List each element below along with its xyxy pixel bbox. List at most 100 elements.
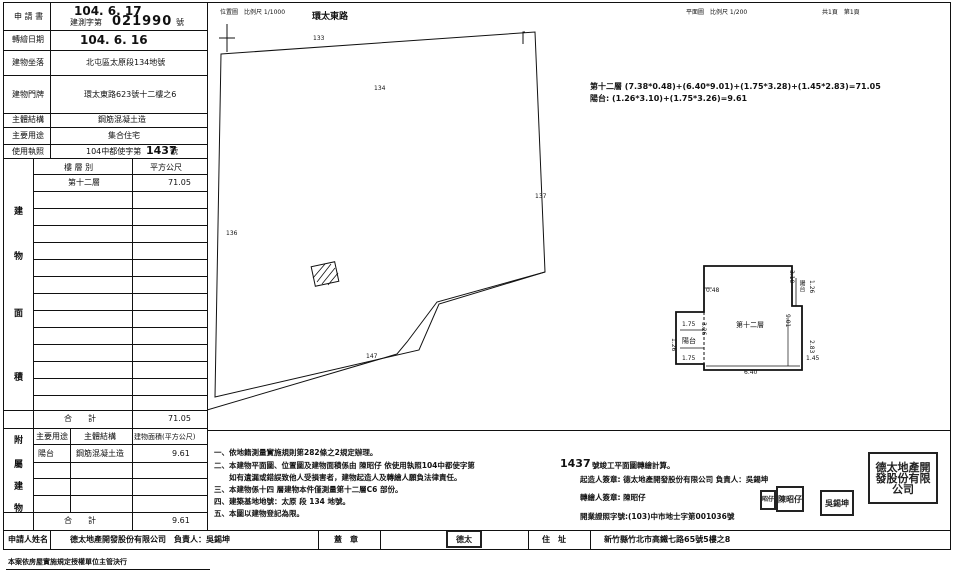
license-suffix: 號 (170, 147, 178, 156)
area-row-floor: 第十二層 (68, 178, 100, 187)
row-line (3, 144, 207, 145)
annex-row-use: 陽台 (38, 449, 54, 458)
annex-total-label: 合 計 (64, 516, 96, 525)
company-seal-large: 德太地產開發股份有限公司 (868, 452, 938, 504)
table-row-line (33, 361, 207, 362)
row-line (3, 158, 207, 159)
row-line (33, 462, 207, 463)
doorplate-value: 環太東路623號十二樓之6 (84, 90, 177, 99)
footer-col-line (318, 530, 319, 550)
document-border (3, 2, 951, 550)
road-boundary (207, 271, 546, 411)
applicant-date: 104. 6. 17 (74, 4, 142, 18)
page-count: 共1頁 第1頁 (822, 9, 860, 16)
table-row-line (33, 344, 207, 345)
annex-col-line (132, 428, 133, 530)
area-side-char: 物 (14, 252, 24, 262)
license-no: 1437 (146, 144, 177, 157)
row-line (33, 495, 207, 496)
seal-label: 蓋 章 (334, 535, 358, 544)
draw-date-label: 轉繪日期 (12, 35, 44, 44)
floor-plan-drawing (675, 265, 803, 371)
row-line (3, 428, 207, 429)
bottom-note: 本案依房屋實施規定授權單位主管決行 (8, 558, 127, 566)
location-plan-header: 位置圖 比例尺 1/1000 (220, 9, 286, 16)
footer-col-line (50, 530, 51, 550)
drafter-signature: 轉繪人簽章: 陳昭仔 (580, 493, 646, 502)
footer-col-line (528, 530, 529, 550)
dim-label: 9.01 (784, 314, 791, 328)
site-label: 建物坐落 (12, 58, 44, 67)
annex-row-structure: 鋼筋混凝土造 (76, 449, 124, 458)
site-value: 北屯區太原段134地號 (86, 58, 166, 67)
dim-label: 3.26 (700, 322, 707, 336)
survey-no-label: 建測字第 (70, 18, 102, 27)
applicant-date-label: 申 請 書 (14, 12, 44, 21)
table-row-line (33, 293, 207, 294)
license-prefix: 104中都使字第 (86, 147, 142, 156)
use-label: 主要用途 (12, 131, 44, 140)
north-arrow-icon (219, 24, 235, 52)
annex-side-char: 建 (14, 482, 24, 492)
table-row-line (33, 191, 207, 192)
address-label: 住 址 (542, 535, 566, 544)
footer-top-line (3, 530, 951, 531)
table-row-line (33, 327, 207, 328)
left-table-divider (207, 2, 208, 530)
annex-total-value: 9.61 (172, 516, 190, 525)
area-formula-line-2: 陽台: (1.26*3.10)+(1.75*3.26)=9.61 (590, 94, 748, 103)
dim-label: 1.26 (808, 280, 815, 294)
footer-col-line (590, 530, 591, 550)
dim-label: 0.48 (706, 287, 720, 294)
col-sqm-header: 平方公尺 (150, 163, 182, 172)
dim-label: 3.10 (788, 270, 795, 284)
address-value: 新竹縣竹北市高鐵七路65號5樓之8 (604, 535, 731, 544)
table-row-line (33, 208, 207, 209)
parcel-number: 134 (374, 85, 386, 92)
annex-row-area: 9.61 (172, 449, 190, 458)
footer-col-line (380, 530, 381, 550)
table-row-line (33, 242, 207, 243)
area-formula-line-1: 第十二層 (7.38*0.48)+(6.40*9.01)+(1.75*3.28)… (590, 82, 881, 91)
dim-label: 2.83 (808, 340, 815, 354)
area-total-label: 合 計 (64, 414, 96, 423)
dim-label: 6.40 (744, 369, 758, 376)
parcel-number: 147 (366, 353, 378, 360)
annex-side-column-line (33, 428, 34, 530)
floor-plan-label: 第十二層 (736, 321, 764, 329)
license-label: 使用執照 (12, 147, 44, 156)
plans-bottom-line (207, 430, 951, 431)
area-side-char: 積 (14, 373, 24, 383)
left-label-column-line (50, 2, 51, 158)
dim-label: 1.75 (682, 355, 696, 362)
row-line (3, 30, 207, 31)
annex-side-char: 附 (14, 436, 24, 446)
parcel-number: 137 (535, 193, 547, 200)
person-seal-3: 昭仔 (760, 490, 776, 510)
table-row-line (33, 225, 207, 226)
area-row-value: 71.05 (168, 178, 191, 187)
annex-col-line (70, 428, 71, 512)
parcel-number: 133 (313, 35, 325, 42)
row-line (33, 444, 207, 445)
road-boundary (522, 31, 525, 44)
note-tail: 號竣工平面圖轉繪計算。 (592, 461, 675, 470)
floor-plan-header: 平面圖 比例尺 1/200 (686, 9, 748, 16)
balcony-label: 陽台 (682, 337, 696, 345)
area-side-char: 面 (14, 309, 24, 319)
license-line: 開業證照字號:(103)中市地士字第001036號 (580, 512, 735, 521)
row-line (3, 512, 207, 513)
note-4: 四、建築基地地號：太原 段 134 地號。 (214, 497, 350, 506)
annex-col-structure: 主體結構 (84, 432, 116, 441)
row-line (33, 174, 207, 175)
row-line (3, 113, 207, 114)
note-2: 二、本建物平面圖、位置圖及建物面積係由 陳昭仔 依使用執照104中都使字第 (214, 461, 475, 470)
bottom-note-underline (6, 569, 210, 570)
area-total-value: 71.05 (168, 414, 191, 423)
table-row-line (33, 378, 207, 379)
annex-col-area: 建物面積(平方公尺) (134, 433, 196, 441)
balcony-label: 陽台 (798, 280, 805, 292)
structure-value: 鋼筋混凝土造 (98, 115, 146, 124)
parcel-134-boundary (214, 31, 546, 398)
applicant-seal: 德太 (446, 530, 482, 548)
